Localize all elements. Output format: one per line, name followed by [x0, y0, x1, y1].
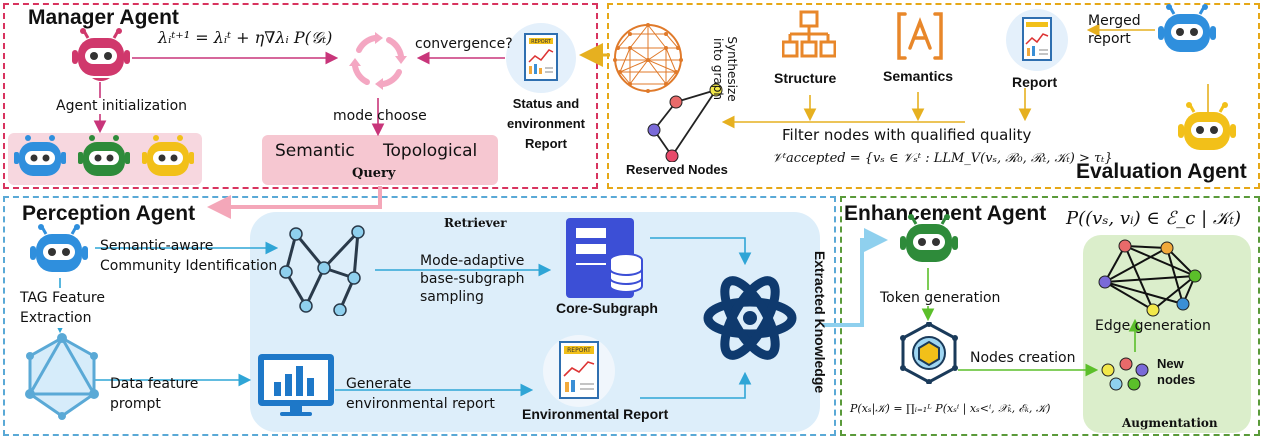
mode-choose-label: mode choose [333, 108, 427, 124]
graph-sphere-icon [613, 23, 683, 93]
svg-text:REPORT: REPORT [567, 347, 591, 354]
cycle-icon [349, 32, 407, 90]
manager-robot-icon [72, 28, 130, 81]
augmentation-background [1083, 235, 1251, 433]
knowledge-atom-icon [703, 276, 797, 360]
merged-report-label: Merged report [1088, 13, 1141, 47]
perception-agent-panel [3, 196, 836, 436]
token-generation-label: Token generation [880, 290, 1001, 306]
evaluation-agent-panel [607, 3, 1260, 189]
data-feature-prompt-label: Data feature prompt [110, 376, 199, 412]
tag-graph-icon [25, 333, 99, 420]
enhancement-robot-icon [900, 214, 958, 262]
edge-generation-label: Edge generation [1095, 318, 1211, 334]
agent-initialization-label: Agent initialization [56, 98, 188, 114]
evaluation-robot-icon [1178, 102, 1236, 150]
augmentation-label: Augmentation [1122, 416, 1218, 430]
enhancement-agent-title: Enhancement Agent [844, 202, 1047, 225]
lambda-update-formula: λᵢᵗ⁺¹ = λᵢᵗ + η∇λᵢ P(𝒢ₜ) [158, 28, 333, 47]
node-generation-formula: P(xₛ|𝒦) = ∏ᵢ₌₁ᴸ P(xₛⁱ | xₛ<ⁱ, 𝒳ₖ, ℰₖ, 𝒦) [850, 402, 1051, 415]
mode-adaptive-sampling-label: Mode-adaptive base-subgraph sampling [420, 253, 525, 305]
semantic-community-label: Semantic-aware Community Identification [100, 238, 278, 274]
core-subgraph-label: Core-Subgraph [556, 300, 658, 316]
tag-feature-extraction-label: TAG Feature Extraction [20, 288, 130, 328]
report-icon [1006, 9, 1068, 71]
agent-robots-group-icon [14, 135, 194, 176]
perception-agent-title: Perception Agent [22, 202, 196, 225]
new-nodes-icon [1101, 357, 1149, 391]
manager-agent-panel [3, 3, 598, 189]
reserved-nodes-graph-icon [647, 83, 723, 162]
retriever-label: Retriever [444, 216, 507, 230]
extracted-knowledge-label: Extracted Knowledge [812, 250, 828, 394]
reserved-nodes-label: Reserved Nodes [626, 162, 728, 177]
svg-text:REPORT: REPORT [531, 39, 552, 45]
monitor-chart-icon [258, 354, 334, 416]
evaluation-agent-title: Evaluation Agent [1076, 160, 1247, 183]
topological-mode-label: Topological [383, 141, 478, 161]
environmental-report-label: Environmental Report [522, 406, 669, 422]
query-box [262, 135, 498, 185]
merged-report-robot-icon [1158, 4, 1216, 52]
status-report-icon: REPORT [506, 23, 576, 93]
community-graph-icon [279, 225, 365, 316]
semantics-icon [897, 12, 943, 60]
structure-label: Structure [774, 70, 837, 86]
filter-nodes-label: Filter nodes with qualified quality [782, 126, 1032, 144]
semantics-label: Semantics [883, 68, 954, 84]
manager-agent-title: Manager Agent [28, 6, 179, 29]
retriever-background [250, 212, 820, 432]
token-hexagon-icon [900, 322, 958, 384]
accepted-nodes-formula: 𝒱ᵗaccepted = {vₛ ∈ 𝒱ₛᵗ : LLM_V(vₛ, ℛ₀, ℛ… [772, 151, 1113, 166]
edge-probability-formula: P((vₛ, vᵢ) ∈ ℰ_c | 𝒦ₜ) [1066, 208, 1242, 229]
environmental-report-icon: REPORT [543, 335, 615, 407]
perception-robot-icon [30, 224, 88, 272]
generate-env-report-label: Generate environmental report [346, 376, 495, 412]
augmentation-graph-icon [1098, 239, 1202, 317]
report-label: Report [1012, 74, 1058, 90]
convergence-label: convergence? [415, 36, 513, 52]
enhancement-agent-panel [840, 196, 1260, 436]
synthesize-into-graph-label: Synthesize into graph [711, 36, 739, 102]
new-nodes-label: New nodes [1157, 356, 1196, 387]
database-server-icon [566, 218, 643, 298]
status-environment-report-label: Status and environment Report [506, 96, 585, 151]
query-label: Query [352, 166, 396, 181]
structure-icon [782, 10, 836, 58]
nodes-creation-label: Nodes creation [970, 350, 1076, 366]
semantic-mode-label: Semantic [275, 141, 355, 161]
